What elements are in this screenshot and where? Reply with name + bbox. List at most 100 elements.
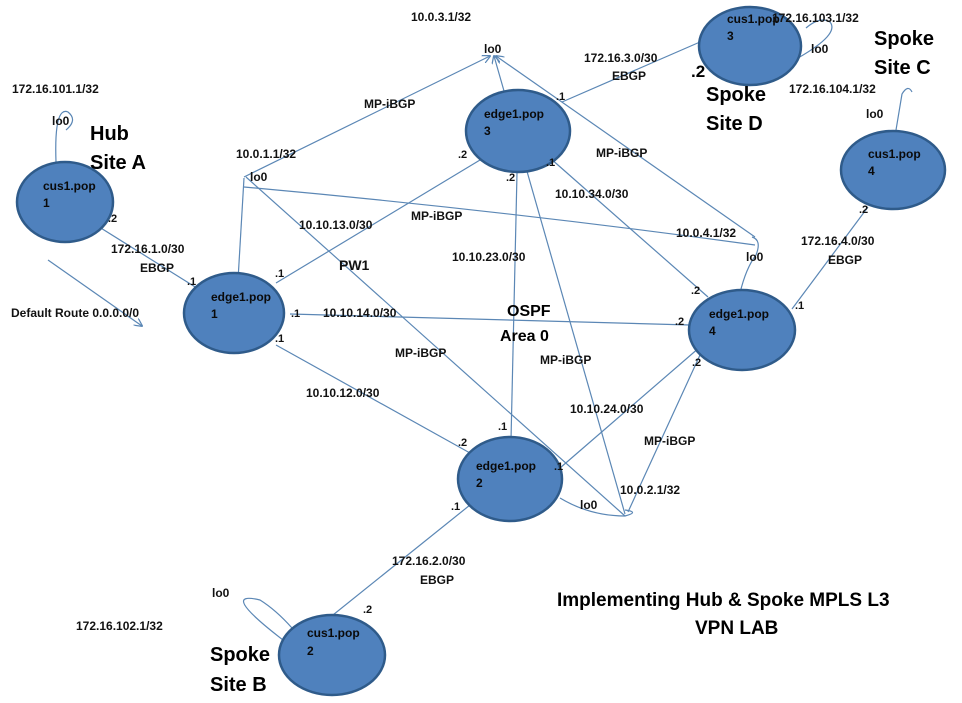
iface-e3-e1: .2	[458, 149, 467, 161]
mpibgp-label-e4-e3: MP-iBGP	[596, 146, 647, 160]
edge1-pop3-name: edge1.pop	[484, 107, 544, 121]
site-b-label-1: Spoke	[210, 644, 270, 666]
iface-c4: .2	[859, 204, 868, 216]
iface-e1-c1: .1	[187, 276, 196, 288]
edge1-pop1-name: edge1.pop	[211, 290, 271, 304]
cus1-pop1-num: 1	[43, 196, 50, 210]
mpibgp-label-pw: MP-iBGP	[395, 346, 446, 360]
link-e2-e3	[510, 172, 518, 441]
iface-e3-c3: .1	[556, 91, 565, 103]
ospf-label: OSPF	[507, 303, 551, 320]
site-d-label-2: Site D	[706, 113, 763, 135]
edge1-pop1-num: 1	[211, 307, 218, 321]
cus1-pop3-name: cus1.pop	[727, 12, 780, 26]
edge1-pop4-name: edge1.pop	[709, 307, 769, 321]
pw1-label: PW1	[339, 257, 370, 273]
lo0-loop-c1	[55, 110, 74, 163]
edge1-pop2-name: edge1.pop	[476, 459, 536, 473]
iface-e4-e2: .2	[692, 357, 701, 369]
iface-e3-e4: .1	[546, 157, 555, 169]
subnet-e3-e4: 10.10.34.0/30	[555, 187, 629, 201]
subnet-c2-e2: 172.16.2.0/30	[392, 554, 466, 568]
node-cus1-pop4[interactable]	[839, 129, 947, 211]
link-e1-e4	[289, 313, 691, 326]
iface-e2-e4: .1	[554, 461, 563, 473]
ebgp-c1-e1: EBGP	[140, 261, 174, 275]
iface-e1-e3: .1	[275, 268, 284, 280]
iface-e3-e2: .2	[506, 172, 515, 184]
subnet-e2-e4: 10.10.24.0/30	[570, 402, 644, 416]
ebgp-c4-e4: EBGP	[828, 253, 862, 267]
iface-e4-c4: .1	[795, 300, 804, 312]
subnet-c3-e3: 172.16.3.0/30	[584, 51, 658, 65]
ebgp-c3-e3: EBGP	[612, 69, 646, 83]
iface-c2: .2	[363, 604, 372, 616]
link-e2-e4	[559, 346, 701, 469]
site-b-label-2: Site B	[210, 674, 267, 696]
lo0-loop-e4	[739, 236, 759, 294]
node-cus1-pop2[interactable]	[277, 613, 387, 697]
iface-e2-c2: .1	[451, 501, 460, 513]
node-edge1-pop4[interactable]	[687, 288, 797, 372]
edge1-pop3-num: 3	[484, 124, 491, 138]
subnet-c4-e4: 172.16.4.0/30	[801, 234, 875, 248]
edge1-pop4-num: 4	[709, 324, 716, 338]
node-edge1-pop1[interactable]	[182, 271, 286, 355]
iface-e4-e1: .2	[675, 316, 684, 328]
iface-e2-e1: .2	[458, 437, 467, 449]
subnet-c1-e1: 172.16.1.0/30	[111, 242, 185, 256]
ebgp-c2-e2: EBGP	[420, 573, 454, 587]
lo0-loop-c3	[797, 19, 833, 59]
loopback-cus1-pop3: 172.16.103.1/32	[772, 11, 859, 25]
ibgp-e4-e3	[496, 56, 756, 238]
cus1-pop2-num: 2	[307, 644, 314, 658]
subnet-e2-e3: 10.10.23.0/30	[452, 250, 526, 264]
site-a-label-2: Site A	[90, 152, 146, 174]
iface-e1-e4: .1	[291, 308, 300, 320]
ibgp-e2-e4	[627, 354, 701, 513]
node-cus1-pop1[interactable]	[15, 160, 115, 244]
lo0-loop-c2	[242, 597, 293, 641]
edge1-pop2-num: 2	[476, 476, 483, 490]
lo0-loop-c4	[895, 87, 913, 131]
link-e1-e3	[275, 159, 481, 284]
site-c-label-2: Site C	[874, 57, 931, 79]
loopback-cus1-pop4: 172.16.104.1/32	[789, 82, 876, 96]
lo0-cus1-pop4: lo0	[866, 107, 884, 121]
lo0-cus1-pop1: lo0	[52, 114, 70, 128]
mpibgp-label-e1-e3: MP-iBGP	[364, 97, 415, 111]
node-edge1-pop2[interactable]	[456, 435, 564, 523]
loopback-edge1-pop2: 10.0.2.1/32	[620, 483, 680, 497]
default-route-arrow	[47, 259, 142, 326]
diagram-title-line1: Implementing Hub & Spoke MPLS L3	[557, 590, 890, 611]
link-c1-e1	[95, 224, 201, 291]
diagram-title-line2: VPN LAB	[695, 618, 778, 639]
lo0-edge1-pop1: lo0	[250, 170, 268, 184]
mpibgp-label-e2-e4: MP-iBGP	[644, 434, 695, 448]
site-c-label-1: Spoke	[874, 28, 934, 50]
subnet-e1-e3: 10.10.13.0/30	[299, 218, 373, 232]
cus1-pop2-name: cus1.pop	[307, 626, 360, 640]
loopback-cus1-pop2: 172.16.102.1/32	[76, 619, 163, 633]
link-e1-e2	[275, 344, 471, 454]
site-a-label-1: Hub	[90, 123, 129, 145]
cus1-pop1-name: cus1.pop	[43, 179, 96, 193]
lo0-edge1-pop3: lo0	[484, 42, 502, 56]
lo0-cus1-pop2: lo0	[212, 586, 230, 600]
area-label: Area 0	[500, 328, 549, 345]
loopback-edge1-pop4: 10.0.4.1/32	[676, 226, 736, 240]
subnet-e1-e2: 10.10.12.0/30	[306, 386, 380, 400]
mpibgp-label-e2-e3: MP-iBGP	[540, 353, 591, 367]
iface-e2-e3: .1	[498, 421, 507, 433]
node-edge1-pop3[interactable]	[464, 88, 572, 174]
cus1-pop4-name: cus1.pop	[868, 147, 921, 161]
lo0-edge1-pop2: lo0	[580, 498, 598, 512]
node-cus1-pop3[interactable]	[697, 5, 803, 87]
iface-e4-e3: .2	[691, 285, 700, 297]
loopback-cus1-pop1: 172.16.101.1/32	[12, 82, 99, 96]
iface-c3: .2	[691, 62, 705, 81]
link-c2-e2	[317, 504, 471, 628]
subnet-e1-e4: 10.10.14.0/30	[323, 306, 397, 320]
